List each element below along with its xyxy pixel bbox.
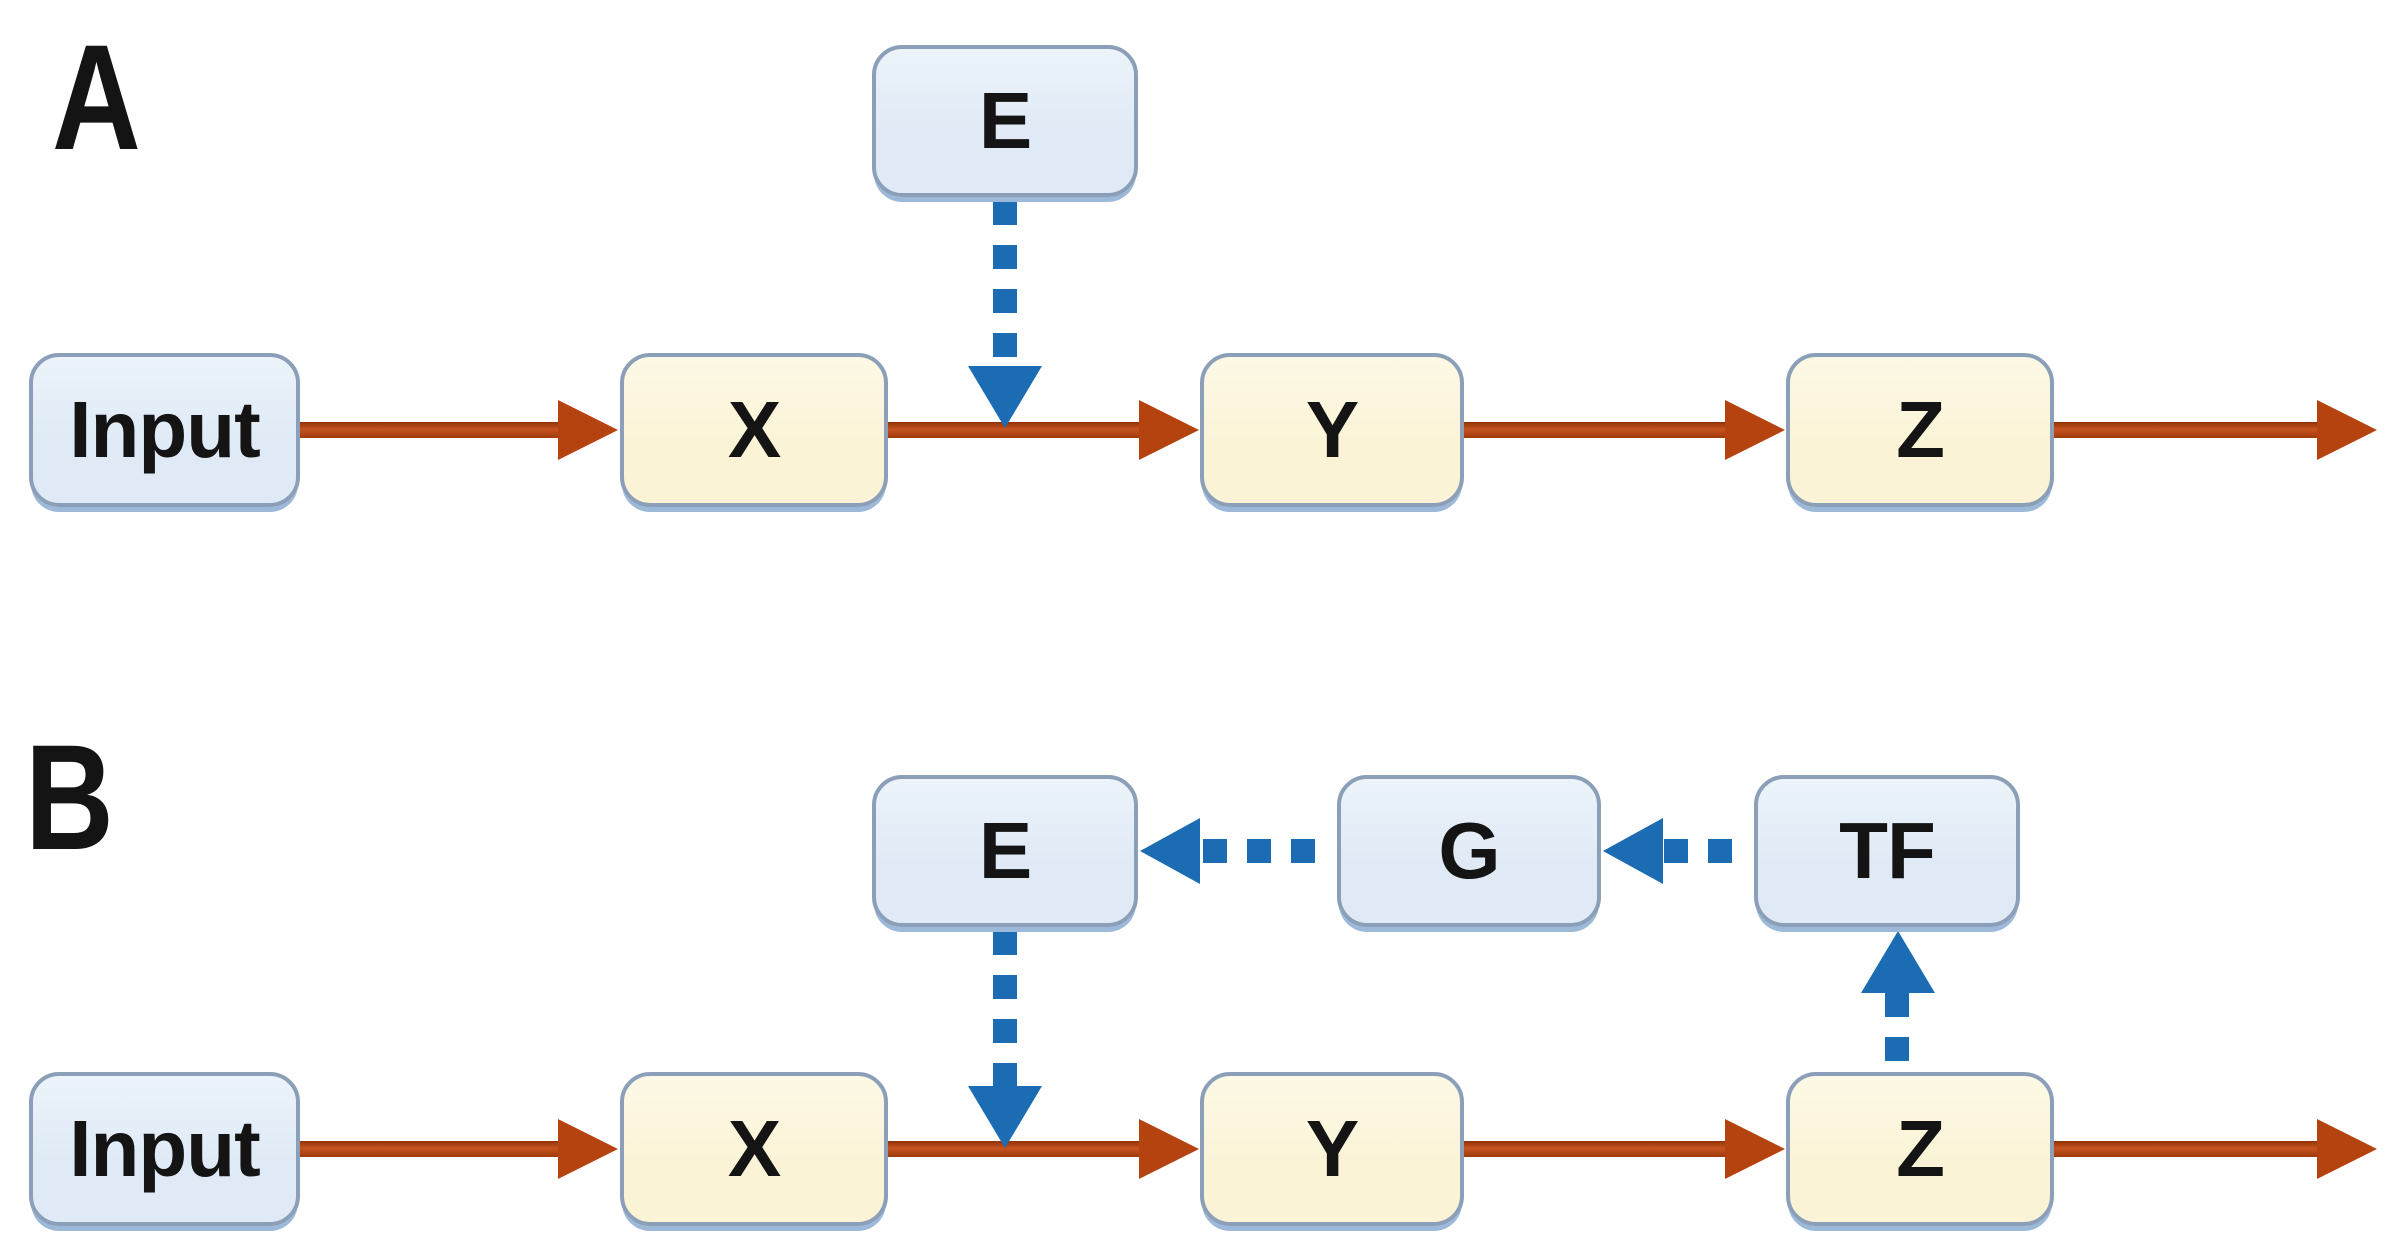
arrow-b-tf-to-g-shaft — [1664, 839, 1752, 863]
arrow-b-x-to-y — [885, 1141, 1140, 1157]
node-a-x: X — [620, 353, 888, 507]
node-b-y-label: Y — [1305, 1104, 1359, 1193]
arrow-b-e-to-xy-head — [968, 1086, 1042, 1148]
arrow-b-y-to-z — [1461, 1141, 1726, 1157]
node-a-z-label: Z — [1896, 385, 1945, 474]
node-b-input-label: Input — [69, 1104, 260, 1193]
arrow-b-e-to-xy-shaft — [993, 931, 1017, 1086]
arrow-a-y-to-z — [1461, 422, 1726, 438]
node-a-y-label: Y — [1305, 385, 1359, 474]
panel-b-label: B — [25, 713, 114, 881]
panel-a-label: A — [52, 13, 141, 181]
node-b-x: X — [620, 1072, 888, 1226]
arrow-b-tf-to-g-head — [1603, 818, 1663, 884]
node-b-x-label: X — [727, 1104, 781, 1193]
arrow-a-e-to-xy-shaft — [993, 201, 1017, 366]
arrow-b-g-to-e-shaft — [1203, 839, 1335, 863]
arrow-b-input-to-x — [297, 1141, 559, 1157]
node-a-e-label: E — [978, 76, 1032, 165]
node-b-input: Input — [29, 1072, 300, 1226]
arrow-a-x-to-y — [885, 422, 1140, 438]
node-b-g-label: G — [1438, 806, 1500, 895]
arrow-a-input-to-x — [297, 422, 559, 438]
node-b-z: Z — [1786, 1072, 2054, 1226]
arrow-b-z-to-tf-head — [1861, 931, 1935, 993]
arrow-a-z-to-output — [2052, 422, 2318, 438]
node-a-x-label: X — [727, 385, 781, 474]
node-a-input: Input — [29, 353, 300, 507]
node-a-z: Z — [1786, 353, 2054, 507]
node-a-y: Y — [1200, 353, 1464, 507]
arrow-b-g-to-e-head — [1140, 818, 1200, 884]
node-b-e-label: E — [978, 806, 1032, 895]
node-b-tf: TF — [1754, 775, 2020, 927]
arrow-a-e-to-xy-head — [968, 366, 1042, 428]
arrow-b-z-to-output — [2052, 1141, 2318, 1157]
node-a-e: E — [872, 45, 1138, 197]
node-b-tf-label: TF — [1839, 806, 1936, 895]
node-b-z-label: Z — [1896, 1104, 1945, 1193]
arrow-b-z-to-tf-shaft — [1885, 993, 1909, 1070]
node-b-y: Y — [1200, 1072, 1464, 1226]
node-a-input-label: Input — [69, 385, 260, 474]
node-b-g: G — [1337, 775, 1601, 927]
node-b-e: E — [872, 775, 1138, 927]
